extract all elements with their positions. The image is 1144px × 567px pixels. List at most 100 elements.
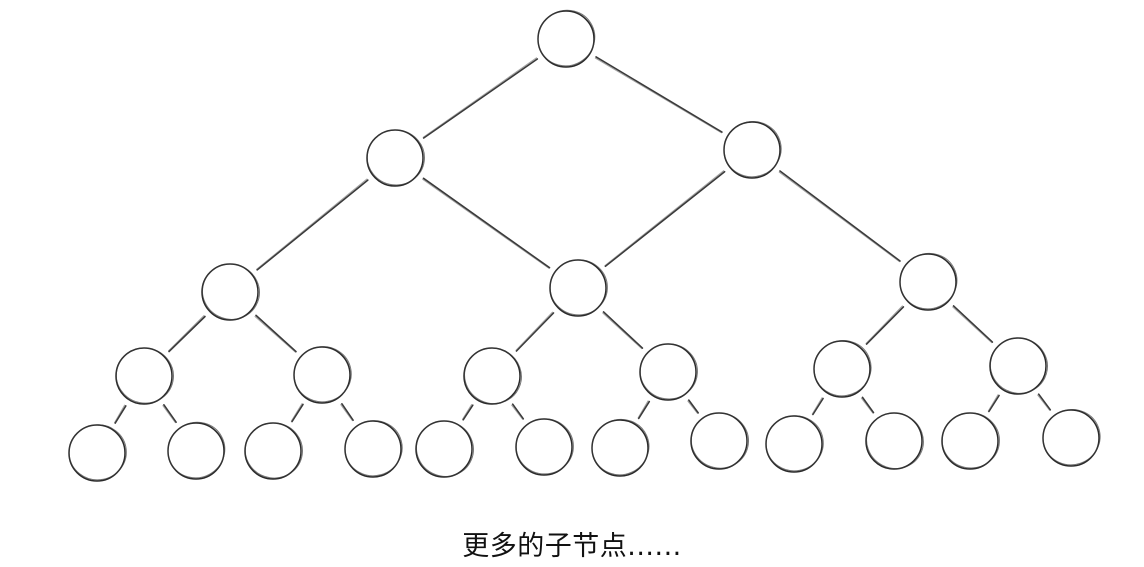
tree-edge-sketch [162,405,176,424]
tree-edge-sketch [604,170,725,267]
tree-edge-sketch [865,305,903,344]
tree-edge [952,305,994,343]
tree-node-sketch [366,129,425,186]
tree-node [765,415,824,473]
tree-edge-sketch [1037,394,1051,411]
tree-node-sketch [1042,409,1101,466]
tree-edge [595,56,723,133]
tree-node-sketch [690,412,749,469]
tree-node-sketch [989,337,1048,394]
tree-node-sketch [293,346,352,403]
tree-node-sketch [167,421,226,479]
tree-edge [168,315,206,353]
tree-node-sketch [537,9,596,67]
tree-edge-sketch [637,400,649,419]
tree-edge-sketch [422,57,537,138]
tree-node [244,422,303,480]
tree-edge-sketch [254,316,296,353]
tree-edge [462,404,474,421]
tree-edge [602,311,644,349]
tree-edge-sketch [778,171,900,263]
tree-edge [114,405,127,424]
tree-node [1042,409,1101,467]
more-children-caption: 更多的子节点...... [462,531,682,562]
tree-node [549,259,608,317]
tree-edge-sketch [462,404,473,420]
tree-edge [422,177,551,269]
tree-node-sketch [115,347,174,404]
tree-node [167,421,226,480]
tree-node-sketch [639,343,698,400]
tree-edge [637,400,651,420]
tree-node [537,9,596,68]
tree-node-sketch [723,121,782,178]
tree-edge [604,170,726,268]
tree-nodes [68,9,1101,482]
tree-node [115,347,174,405]
tree-edge-sketch [340,404,353,422]
tree-node [899,252,958,311]
tree-edge [341,402,354,422]
tree-edge [291,403,304,423]
tree-edge-sketch [114,404,126,424]
tree-edge-sketch [602,312,643,350]
tree-node-sketch [202,263,260,320]
tree-node-sketch [464,347,522,405]
tree-node-sketch [244,422,303,479]
tree-node [344,420,403,478]
tree-node [415,420,474,478]
tree-edge [865,306,905,345]
tree-node-sketch [866,412,924,470]
tree-node [293,346,352,404]
tree-node-sketch [765,415,824,472]
tree-node-sketch [813,340,872,397]
tree-edge-sketch [811,397,823,415]
tree-edge-sketch [687,400,698,414]
tree-node [201,263,260,321]
tree-edge [1037,393,1052,411]
tree-node-sketch [591,418,650,476]
tree-edge-sketch [952,306,993,344]
tree-edge-sketch [168,315,205,352]
tree-edge [511,403,525,420]
tree-edge-sketch [594,57,722,134]
tree-node [463,347,522,405]
tree-node-sketch [68,424,127,481]
tree-edges [114,56,1052,424]
tree-node-sketch [416,420,474,477]
tree-node [515,418,574,476]
tree-edge [779,170,901,262]
tree-node [941,412,1000,470]
tree-edge [256,179,369,271]
tree-edge [163,403,177,424]
tree-edge [687,399,700,414]
tree-edge [422,58,539,139]
tree-edge [255,314,297,353]
tree-node [723,121,782,179]
tree-edge [515,312,555,352]
tree-edge [861,396,875,414]
tree-node-sketch [941,412,1000,469]
tree-node-sketch [899,252,958,310]
tree-edge-sketch [422,178,550,269]
tree-node [690,412,749,470]
tree-edge-sketch [511,404,524,420]
tree-node [813,340,872,398]
tree-edge-sketch [860,397,874,414]
tree-node [865,412,924,470]
tree-node-sketch [549,259,608,316]
tree-node-sketch [515,418,574,475]
tree-edge-sketch [290,403,303,422]
tree-edge-sketch [256,178,368,270]
tree-node [366,129,425,187]
tree-edge-sketch [987,394,999,412]
tree-node [639,343,698,401]
tree-edge [812,397,824,416]
tree-node [989,337,1048,395]
tree-node [68,424,127,482]
tree-diagram [68,9,1101,482]
tree-node-sketch [344,420,403,477]
tree-edge-sketch [515,311,553,351]
tree-node [591,418,650,477]
tree-edge [988,394,1000,413]
